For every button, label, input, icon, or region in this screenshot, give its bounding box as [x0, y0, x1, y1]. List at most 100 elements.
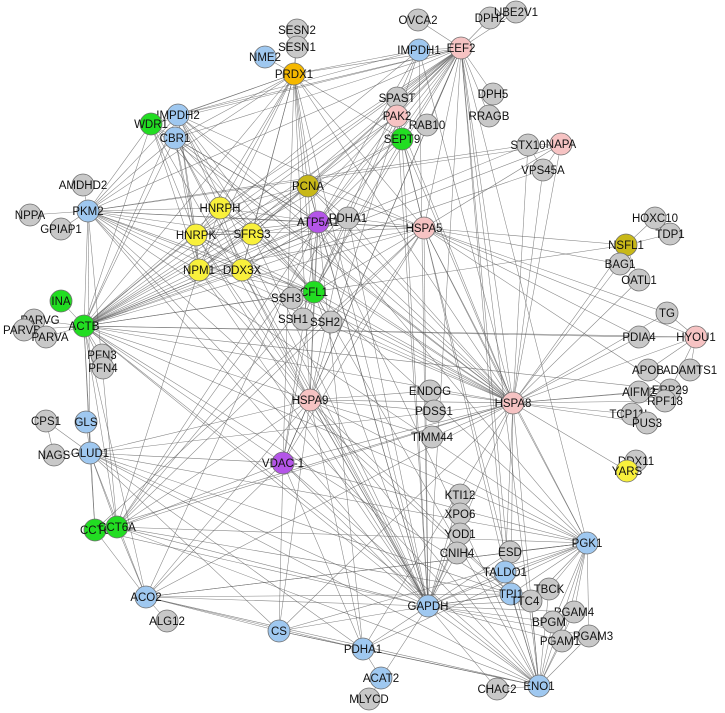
- node-label-ssh3: SSH3: [271, 293, 301, 305]
- node-stx10: STX10: [510, 133, 546, 157]
- edge-spast-eef2: [396, 47, 462, 99]
- node-label-vdac-1: VDAC-1: [262, 458, 304, 470]
- edge-hspa5-hyou1: [423, 227, 697, 338]
- edge-pkm2-pgk1: [87, 210, 588, 544]
- node-label-pgam4: PGAM4: [554, 607, 595, 619]
- node-label-dph2: DPH2: [475, 13, 506, 25]
- edge-atp5a1-cct6a: [116, 221, 319, 528]
- node-circle-hoxc10: [643, 206, 667, 230]
- node-label-pak2: PAK2: [383, 111, 412, 123]
- node-napa: NAPA: [546, 132, 577, 156]
- edge-pkm2-eno1: [87, 210, 540, 687]
- edge-hspa9-cct6a: [116, 399, 311, 528]
- node-circle-aifm2: [627, 380, 651, 404]
- edge-hspa8-cct6a: [116, 402, 514, 528]
- node-circle-pus3: [635, 411, 659, 435]
- edge-sfrs3-pcna: [251, 185, 309, 235]
- node-label-tbck: TBCK: [534, 584, 565, 596]
- edge-hspa5-hnrpk: [195, 227, 425, 236]
- node-timm44: TIMM44: [411, 425, 454, 449]
- edge-napa-actb: [83, 143, 562, 327]
- node-label-taldo1: TALDO1: [483, 567, 527, 579]
- node-circle-ssh1: [291, 307, 315, 331]
- node-label-glud1: GLUD1: [71, 448, 109, 460]
- edge-hspa5-actb: [83, 227, 425, 327]
- node-label-timm44: TIMM44: [411, 432, 454, 444]
- edge-pgam1-gapdh: [427, 605, 563, 642]
- node-label-pgk1: PGK1: [572, 538, 603, 550]
- node-rragb: RRAGB: [469, 104, 510, 128]
- edge-actb-sfrs3: [83, 233, 253, 327]
- edge-hspa5-erp29: [423, 227, 671, 391]
- node-xpo6: XPO6: [445, 502, 475, 526]
- edge-hspa8-pak2: [396, 115, 514, 404]
- node-dph2: DPH2: [475, 6, 506, 30]
- node-sesn2: SESN2: [278, 18, 316, 42]
- node-label-napa: NAPA: [546, 139, 577, 151]
- edge-atp5a1-sept9: [317, 138, 403, 223]
- edge-glud1-pgk1: [89, 452, 588, 544]
- node-label-impdh2: IMPDH2: [156, 110, 199, 122]
- node-label-rragb: RRAGB: [469, 111, 510, 123]
- node-circle-amdhd2: [71, 173, 95, 197]
- edge-aco2-eno1: [145, 596, 540, 687]
- node-dph5: DPH5: [478, 82, 508, 106]
- edge-aco2-pdha1_b: [145, 596, 364, 650]
- edge-hspa9-vdac-1: [282, 399, 311, 464]
- node-label-gpiap1: GPIAP1: [40, 224, 82, 236]
- edge-hspa5-cfl1: [313, 227, 425, 293]
- edge-hspa5-cct6: [94, 227, 425, 531]
- edge-hspa8-sfrs3: [251, 233, 514, 404]
- node-label-nppa: NPPA: [15, 210, 46, 222]
- node-circle-cct6a: [105, 515, 129, 539]
- edge-pdha1-hspa9: [309, 217, 349, 401]
- node-circle-pdha1: [336, 206, 360, 230]
- node-actb: ACTB: [69, 314, 100, 338]
- edge-pgam4-pgk1: [573, 542, 588, 613]
- edge-taldo1-pgk1: [504, 542, 588, 573]
- edge-eef2-sfrs3: [251, 47, 462, 235]
- edge-eef2-sept9: [401, 47, 462, 140]
- node-label-esd: ESD: [498, 547, 522, 559]
- node-label-ssh2: SSH2: [310, 317, 340, 329]
- node-pcna: PCNA: [292, 174, 324, 198]
- node-circle-eno1: [527, 674, 551, 698]
- node-tbck: TBCK: [534, 577, 565, 601]
- edge-hspa8-npm1: [198, 269, 514, 404]
- edge-ddx3x-hspa9: [241, 269, 311, 401]
- edge-atp5a1-pdha1_b: [317, 221, 364, 650]
- node-label-gapdh: GAPDH: [408, 601, 449, 613]
- node-pdia4: PDIA4: [622, 325, 656, 349]
- edge-vdac-1-gapdh: [282, 462, 429, 607]
- node-ssh3: SSH3: [271, 286, 304, 310]
- edge-prdx1-sept9: [293, 73, 403, 140]
- edge-wdr1-pkm2: [87, 123, 152, 212]
- node-parva: PARVA: [31, 325, 69, 349]
- node-circle-ddx3x: [230, 258, 254, 282]
- node-circle-ssh2: [319, 310, 343, 334]
- edge-eno1-ttc4: [530, 600, 540, 687]
- node-ssh2: SSH2: [310, 310, 343, 334]
- node-label-hspa5: HSPA5: [406, 223, 443, 235]
- edge-hspa8-hnrph: [219, 207, 514, 404]
- node-aifm2: AIFM2: [622, 380, 656, 404]
- node-circle-tg: [655, 301, 679, 325]
- node-label-aco2: ACO2: [130, 592, 161, 604]
- node-label-cct6a: CCT6A: [98, 522, 136, 534]
- node-mlycd: MLYCD: [349, 687, 389, 711]
- node-circle-pkm2: [76, 199, 100, 223]
- edge-pak2-gapdh: [396, 115, 429, 607]
- edge-hspa9-tpi1: [309, 399, 512, 595]
- node-circle-alg12: [155, 609, 179, 633]
- edge-impdh1-atp5a1: [317, 49, 420, 223]
- edge-cct6-aco2: [94, 529, 147, 598]
- node-hspa5: HSPA5: [406, 216, 443, 240]
- node-pdha1: PDHA1: [344, 637, 382, 661]
- node-circle-impdh1: [407, 38, 431, 62]
- edge-rragb-eef2: [460, 47, 490, 117]
- node-circle-oatl1: [627, 268, 651, 292]
- node-pgam3: PGAM3: [573, 624, 613, 648]
- node-label-tpi1: TPI1: [499, 589, 523, 601]
- edge-cs-gapdh: [278, 605, 429, 632]
- node-circle-pak2: [385, 104, 409, 128]
